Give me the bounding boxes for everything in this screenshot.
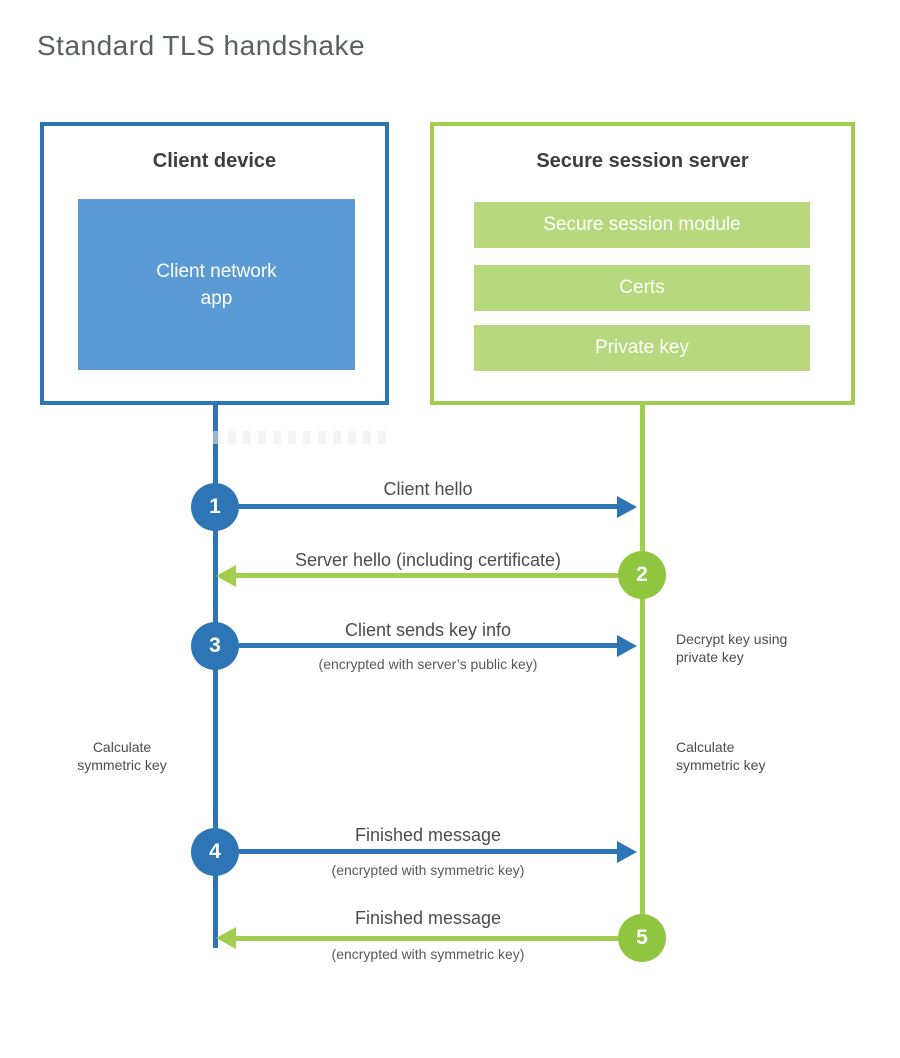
step-4-sublabel: (encrypted with symmetric key) [331,862,525,878]
decrypt-key-note-line2: private key [676,649,744,665]
calc-left-line1: Calculate [92,739,152,755]
step-5-sublabel: (encrypted with symmetric key) [331,946,525,962]
step-1-label: Client hello [383,479,473,499]
step-5-badge: 5 [618,914,666,962]
server-title: Secure session server [536,150,749,172]
page-title: Standard TLS handshake [37,30,366,61]
step-5-arrowhead-left-icon [216,927,236,949]
step-4-arrow-line [239,849,619,854]
step-3-badge: 3 [191,622,239,670]
step-3-arrow-line [239,643,619,648]
client-app-label-line1: Client network [156,260,277,282]
decrypt-key-note: Decrypt key using private key [676,630,826,666]
client-device-panel: Client device Client network app [40,122,389,405]
client-device-title: Client device [152,150,277,172]
server-module-secure-session: Secure session module [474,202,810,248]
step-2-arrow-line [236,573,618,578]
step-4-label: Finished message [354,825,502,845]
calc-left-line2: symmetric key [77,757,167,773]
client-app-label-line2: app [200,287,233,309]
client-lifeline [213,405,218,948]
step-5-arrow-line [236,936,618,941]
step-3-label: Client sends key info [344,620,512,640]
step-4-badge: 4 [191,828,239,876]
step-3-sublabel: (encrypted with server’s public key) [318,656,538,672]
step-2-badge: 2 [618,551,666,599]
step-2-label: Server hello (including certificate) [294,550,562,570]
decrypt-key-note-line1: Decrypt key using [676,631,788,647]
client-network-app-box: Client network app [78,199,355,370]
secure-session-server-panel: Secure session server Secure session mod… [430,122,855,405]
step-3-arrowhead-right-icon [617,635,637,657]
step-1-arrow-line [239,504,619,509]
step-1-arrowhead-right-icon [617,496,637,518]
step-2-arrowhead-left-icon [216,565,236,587]
server-module-private-key: Private key [474,325,810,371]
server-lifeline [640,405,645,938]
calc-right-line1: Calculate [676,739,735,755]
calc-right-line2: symmetric key [676,757,766,773]
server-module-certs: Certs [474,265,810,311]
step-4-arrowhead-right-icon [617,841,637,863]
calculate-symmetric-key-note-right: Calculate symmetric key [676,738,826,774]
step-1-badge: 1 [191,483,239,531]
step-5-label: Finished message [354,908,502,928]
calculate-symmetric-key-note-left: Calculate symmetric key [55,738,189,774]
faint-dashed-line [213,431,393,444]
